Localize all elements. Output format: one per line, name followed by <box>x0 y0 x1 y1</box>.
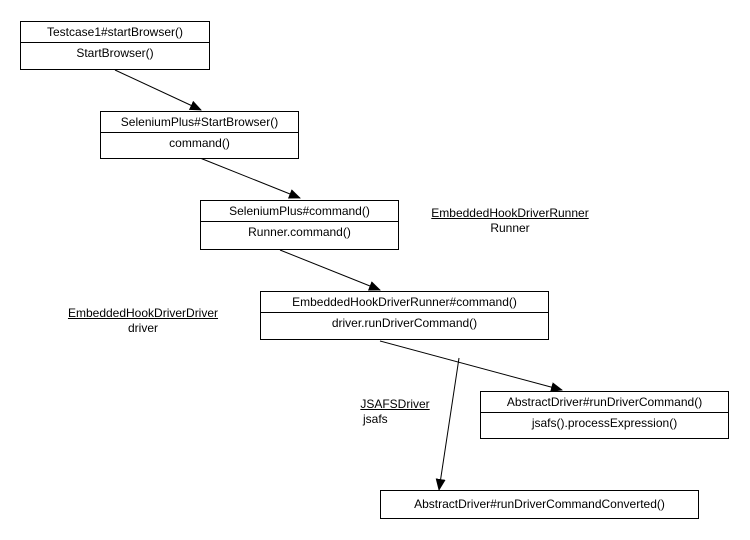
box-operation: command() <box>101 132 298 153</box>
call-arrow-rundrivercommandconverted <box>435 357 460 491</box>
object-class-name: JSAFSDriver <box>360 397 430 411</box>
object-class-name: EmbeddedHookDriverRunner <box>431 206 589 220</box>
seleniumplus-command-box: SeleniumPlus#command() Runner.command() <box>200 200 399 250</box>
call-arrow-command <box>199 157 301 199</box>
call-arrow-startbrowser <box>114 69 202 111</box>
object-instance-name: jsafs <box>363 412 388 426</box>
abstractdriver-rundrivercommand-box: AbstractDriver#runDriverCommand() jsafs(… <box>480 391 729 439</box>
call-arrow-rundrivercommand <box>379 340 563 392</box>
box-operation: driver.runDriverCommand() <box>261 312 548 333</box>
box-title: EmbeddedHookDriverRunner#command() <box>292 295 517 309</box>
abstractdriver-rundrivercommandconverted-box: AbstractDriver#runDriverCommandConverted… <box>380 490 699 519</box>
object-instance-name: Runner <box>490 221 530 235</box>
box-title: Testcase1#startBrowser() <box>46 25 184 39</box>
box-title: SeleniumPlus#StartBrowser() <box>120 115 279 129</box>
seleniumplus-startbrowser-box: SeleniumPlus#StartBrowser() command() <box>100 111 299 159</box>
embeddedhookdriverrunner-command-box: EmbeddedHookDriverRunner#command() drive… <box>260 291 549 340</box>
call-arrow-runner-command <box>279 249 381 291</box>
testcase1-startbrowser-box: Testcase1#startBrowser() StartBrowser() <box>20 21 210 70</box>
box-operation: jsafs().processExpression() <box>481 412 728 433</box>
object-instance-name: driver <box>127 321 158 335</box>
object-class-name: EmbeddedHookDriverDriver <box>67 306 219 320</box>
jsafsdriver-object-label: JSAFSDriver jsafs <box>340 397 450 427</box>
box-title: SeleniumPlus#command() <box>229 204 370 218</box>
box-title: AbstractDriver#runDriverCommand() <box>506 395 703 409</box>
box-operation: StartBrowser() <box>21 42 209 63</box>
box-title: AbstractDriver#runDriverCommandConverted… <box>414 497 665 511</box>
embeddedhookdriverrunner-object-label: EmbeddedHookDriverRunner Runner <box>410 206 610 236</box>
embeddedhookdriverdriver-object-label: EmbeddedHookDriverDriver driver <box>43 306 243 336</box>
box-operation: Runner.command() <box>201 221 398 242</box>
